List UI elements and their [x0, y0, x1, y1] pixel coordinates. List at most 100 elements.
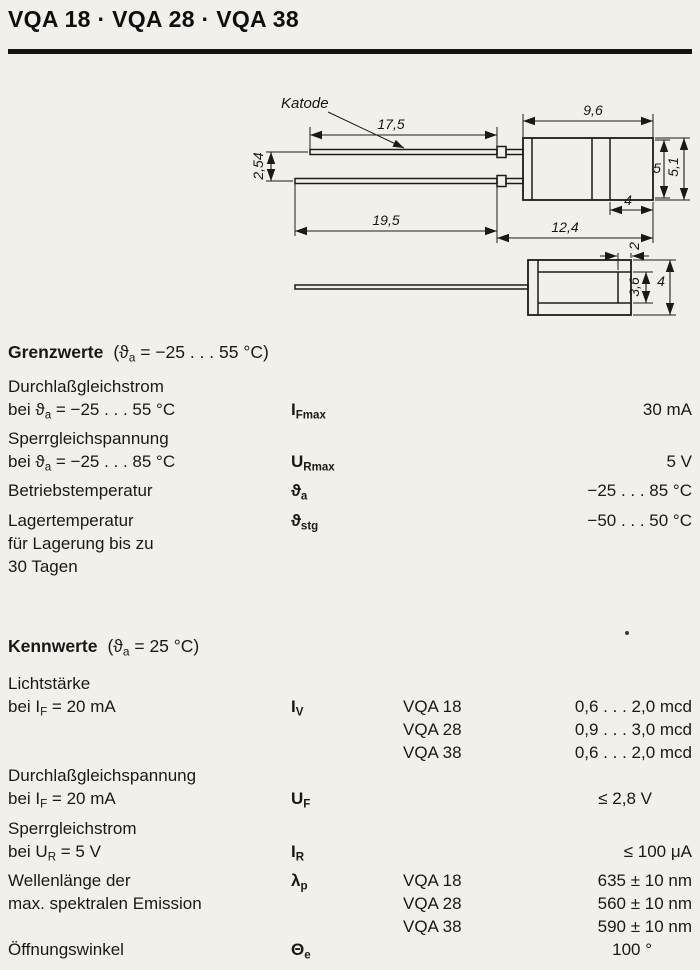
grenzwerte-heading: Grenzwerte (ϑa = −25 . . . 55 °C)	[8, 342, 692, 365]
lead-crimp-top	[496, 145, 507, 159]
svg-text:4: 4	[624, 192, 632, 208]
katode-leader-line	[327, 111, 405, 149]
spec-row-lichtstaerke: Lichtstärke bei IF = 20 mA IV VQA 18 VQA…	[8, 672, 692, 764]
param-symbol: ϑa	[291, 481, 308, 503]
param-name: Sperrgleichspannung bei ϑa = −25 . . . 8…	[8, 429, 176, 474]
param-value: ≤ 2,8 V	[598, 789, 652, 809]
dim-body-height-inner: 5	[653, 139, 670, 199]
section-title: Kennwerte	[8, 635, 98, 656]
variant-col	[403, 764, 515, 816]
variant-col: VQA 18 VQA 28 VQA 38	[403, 869, 515, 938]
param-symbol: UF	[291, 789, 311, 811]
variant-col	[403, 375, 515, 427]
led-side-view	[294, 137, 654, 201]
param-name: Lagertemperatur für Lagerung bis zu 30 T…	[8, 510, 154, 576]
lead-stub-top	[505, 148, 524, 156]
scan-artifact-dot	[625, 631, 629, 635]
section-condition: (ϑa = −25 . . . 55 °C)	[113, 342, 269, 365]
variant-col	[403, 479, 515, 508]
param-name: Öffnungswinkel	[8, 940, 124, 960]
param-value: −25 . . . 85 °C	[587, 481, 692, 501]
param-name: Lichtstärke bei IF = 20 mA	[8, 674, 116, 719]
variant-col	[403, 938, 515, 967]
svg-text:19,5: 19,5	[372, 212, 399, 228]
dim-body-height-outer: 5,1	[655, 137, 690, 201]
variant-name: VQA 38	[403, 917, 462, 937]
grenzwerte-section: Grenzwerte (ϑa = −25 . . . 55 °C) Durchla…	[8, 342, 692, 578]
param-symbol: λp	[291, 871, 308, 893]
led-body-top-view	[527, 259, 632, 316]
spec-row-wellenlaenge: Wellenlänge der max. spektralen Emission…	[8, 869, 692, 938]
variant-col: VQA 18 VQA 28 VQA 38	[403, 672, 515, 764]
param-symbol: IFmax	[291, 399, 326, 422]
dim-outer-height: 4	[633, 259, 676, 316]
katode-label: Katode	[281, 95, 329, 112]
section-condition: (ϑa = 25 °C)	[107, 635, 200, 659]
lead-top-view	[294, 284, 529, 290]
led-body	[522, 137, 654, 201]
dim-tip-length: 4	[609, 192, 653, 215]
param-value: ≤ 100 μA	[623, 841, 692, 861]
svg-text:4: 4	[657, 273, 665, 289]
section-title: Grenzwerte	[8, 342, 104, 362]
variant-name: VQA 38	[403, 743, 462, 763]
param-value: 635 ± 10 nm 560 ± 10 nm 590 ± 10 nm	[515, 869, 692, 938]
param-symbol: IR	[291, 841, 305, 864]
lead-crimp-bottom	[496, 174, 507, 188]
param-symbol: IV	[291, 697, 304, 719]
param-value: −50 . . . 50 °C	[587, 510, 692, 530]
param-value: 100 °	[612, 940, 652, 960]
svg-text:17,5: 17,5	[377, 116, 404, 132]
param-name: Durchlaßgleichspannung bei IF = 20 mA	[8, 766, 197, 811]
variant-col	[403, 509, 515, 578]
dim-lead-spacing: 2,54	[250, 151, 308, 182]
spec-row-lagertemperatur: Lagertemperatur für Lagerung bis zu 30 T…	[8, 509, 692, 578]
variant-name: VQA 18	[403, 697, 462, 717]
svg-text:9,6: 9,6	[583, 102, 603, 118]
variant-value: 0,6 . . . 2,0 mcd	[574, 697, 692, 717]
anode-lead	[309, 148, 498, 156]
lead-stub-bottom	[505, 177, 524, 185]
svg-text:2: 2	[626, 242, 642, 251]
dim-inner-height: 3,6	[626, 271, 653, 304]
svg-text:2,54: 2,54	[250, 152, 266, 180]
variant-name: VQA 28	[403, 894, 462, 914]
dim-lead-length-top: 17,5	[309, 116, 498, 149]
kennwerte-section: Kennwerte (ϑa = 25 °C) Lichtstärke bei IF…	[8, 636, 692, 968]
spec-row-oeffnungswinkel: Öffnungswinkel Θe 100 °	[8, 938, 692, 967]
dim-notch-width: 2	[600, 242, 649, 270]
svg-text:5,1: 5,1	[665, 157, 681, 176]
variant-value: 560 ± 10 nm	[597, 894, 692, 914]
spec-row-durchlassgleichspannung: Durchlaßgleichspannung bei IF = 20 mA UF…	[8, 764, 692, 816]
svg-text:5: 5	[653, 160, 661, 176]
variant-name: VQA 28	[403, 720, 462, 740]
variant-value: 0,9 . . . 3,0 mcd	[574, 720, 692, 740]
param-value: 0,6 . . . 2,0 mcd 0,9 . . . 3,0 mcd 0,6 …	[515, 672, 692, 764]
svg-text:3,6: 3,6	[626, 277, 642, 297]
variant-name: VQA 18	[403, 871, 462, 891]
variant-value: 0,6 . . . 2,0 mcd	[574, 743, 692, 763]
spec-row-betriebstemperatur: Betriebstemperatur ϑa −25 . . . 85 °C	[8, 479, 692, 508]
kennwerte-heading: Kennwerte (ϑa = 25 °C)	[8, 636, 692, 659]
param-value: 5 V	[666, 452, 692, 472]
variant-col	[403, 427, 515, 479]
param-symbol: URmax	[291, 452, 335, 474]
param-name: Sperrgleichstrom bei UR = 5 V	[8, 818, 137, 864]
param-name: Wellenlänge der max. spektralen Emission	[8, 871, 202, 914]
spec-row-durchlassgleichstrom: Durchlaßgleichstrom bei ϑa = −25 . . . 5…	[8, 375, 692, 427]
led-top-view	[294, 259, 632, 316]
dim-lead-length-bottom: 19,5	[294, 184, 498, 243]
param-symbol: Θe	[291, 940, 311, 962]
variant-col	[403, 817, 515, 869]
param-name: Durchlaßgleichstrom bei ϑa = −25 . . . 5…	[8, 376, 176, 422]
page-title: VQA 18 · VQA 28 · VQA 38	[8, 6, 299, 32]
title-rule	[8, 49, 692, 54]
katode-lead	[294, 177, 498, 185]
param-name: Betriebstemperatur	[8, 481, 153, 501]
spec-row-sperrgleichspannung: Sperrgleichspannung bei ϑa = −25 . . . 8…	[8, 427, 692, 479]
param-symbol: ϑstg	[291, 510, 319, 533]
spec-row-sperrgleichstrom: Sperrgleichstrom bei UR = 5 V IR ≤ 100 μ…	[8, 817, 692, 869]
param-value: 30 mA	[642, 399, 692, 419]
dim-body-side-length: 12,4	[497, 202, 654, 243]
